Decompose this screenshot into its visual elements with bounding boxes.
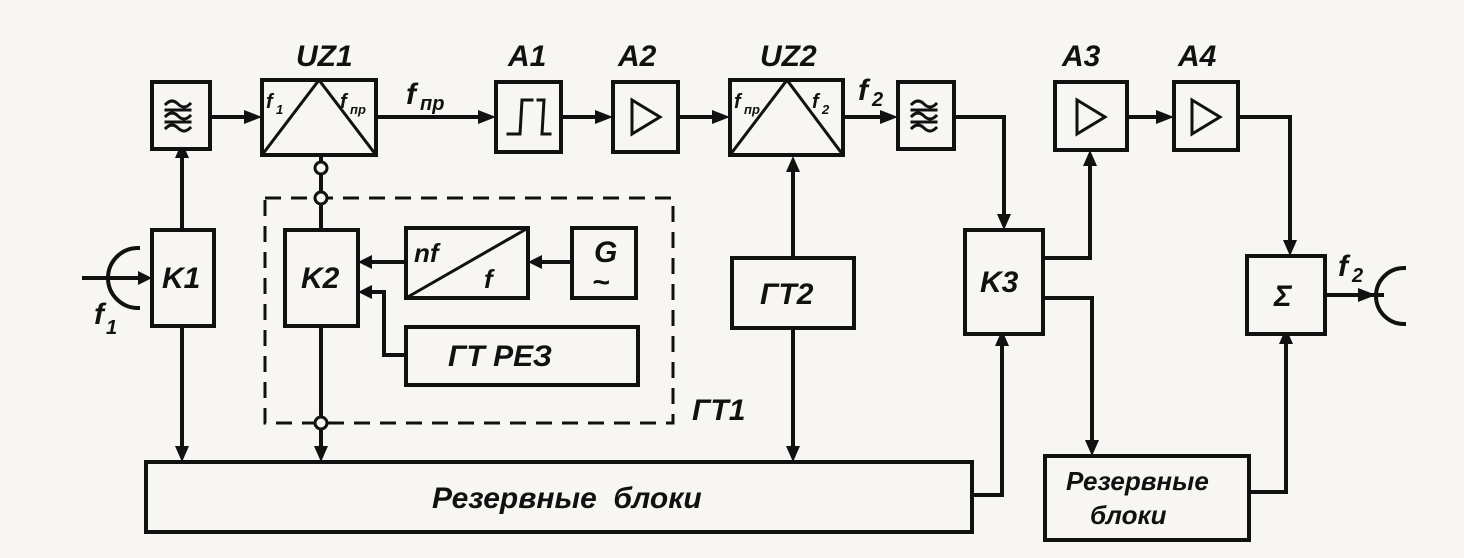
reserve-k3-line <box>970 343 1004 497</box>
filter2-k3-line <box>952 115 1006 220</box>
uz1-title: UZ1 <box>296 40 353 73</box>
k1-block <box>150 228 216 328</box>
uz1-input-label: f <box>266 91 275 113</box>
reserve-blocks-main <box>144 460 974 534</box>
uz1-mixer-block: f 1 f пр <box>259 77 379 158</box>
arrowheads <box>138 110 1376 462</box>
f2-output-sub: 2 <box>1351 265 1363 287</box>
gt1-label: ГТ1 <box>692 394 745 427</box>
a4-amplifier-block <box>1172 80 1240 152</box>
k2-block <box>283 228 360 328</box>
reserve-right-sum-line <box>1247 343 1288 494</box>
a4-title: A4 <box>1177 40 1217 73</box>
a2-title: A2 <box>617 40 657 73</box>
a1-title: A1 <box>507 40 546 73</box>
generator-block: G ~ <box>570 226 638 300</box>
summator-label: Σ <box>1273 280 1293 313</box>
lowpass-filter-icon <box>909 99 939 133</box>
filter-2-block <box>896 80 956 151</box>
summator-block <box>1245 254 1327 336</box>
f2-output-label: f <box>1338 250 1351 283</box>
multiplier-bottom-label: f <box>484 264 495 294</box>
uz1-output-label: f <box>340 91 349 113</box>
uz2-title: UZ2 <box>760 40 817 73</box>
output-antenna-icon <box>1374 265 1407 327</box>
uz2-output-sub: 2 <box>821 102 830 117</box>
input-antenna-icon <box>106 245 141 311</box>
f2-signal-label: f <box>858 74 871 107</box>
f1-input-label: f <box>94 298 107 331</box>
node-uz1-junction <box>313 160 329 176</box>
uz1-input-sub: 1 <box>276 102 283 117</box>
reserve-blocks-right-label-2: блоки <box>1090 500 1167 530</box>
gt1-group-frame <box>263 196 675 425</box>
f1-input-sub: 1 <box>106 317 117 339</box>
sine-wave-icon: ~ <box>592 266 610 299</box>
reserve-blocks-main-label: Резервные блоки <box>432 482 702 515</box>
node-gt1-bottom <box>313 415 329 431</box>
filter-1-block <box>150 80 212 151</box>
reserve-blocks-right-label-1: Резервные <box>1066 466 1209 496</box>
uz2-mixer-block: f пр f 2 <box>727 77 846 158</box>
gt2-label: ГТ2 <box>760 278 814 311</box>
k1-label: K1 <box>162 262 200 295</box>
connections <box>82 115 1384 497</box>
uz2-input-sub: пр <box>744 102 760 117</box>
a3-amplifier-block <box>1053 80 1129 152</box>
node-gt1-top <box>313 190 329 206</box>
a3-title: A3 <box>1061 40 1101 73</box>
a2-amplifier-block <box>611 80 680 154</box>
uz1-output-sub: пр <box>350 102 366 117</box>
fpr-signal-sub: пр <box>420 93 444 115</box>
k3-a3-line <box>1041 160 1092 260</box>
k3-block <box>963 228 1045 336</box>
multiplier-block: nf f <box>403 225 531 301</box>
lowpass-filter-icon <box>163 99 193 133</box>
a4-sum-line <box>1236 115 1292 247</box>
uz2-output-label: f <box>812 91 821 113</box>
gt-rez-label: ГТ РЕЗ <box>448 340 552 373</box>
reserve-blocks-right <box>1043 454 1251 542</box>
gt2-block <box>730 256 856 330</box>
uz2-input-label: f <box>734 91 743 113</box>
a1-limiter-block <box>494 80 563 154</box>
k3-reserve-right-line <box>1041 296 1094 446</box>
generator-label: G <box>594 236 617 269</box>
gt-rez-block <box>404 325 640 387</box>
k2-label: K2 <box>301 262 340 295</box>
gtrez-k2-line <box>368 290 408 357</box>
multiplier-top-label: nf <box>414 238 441 268</box>
f2-signal-sub: 2 <box>871 89 883 111</box>
k3-label: K3 <box>980 266 1019 299</box>
fpr-signal-label: f <box>406 78 419 111</box>
